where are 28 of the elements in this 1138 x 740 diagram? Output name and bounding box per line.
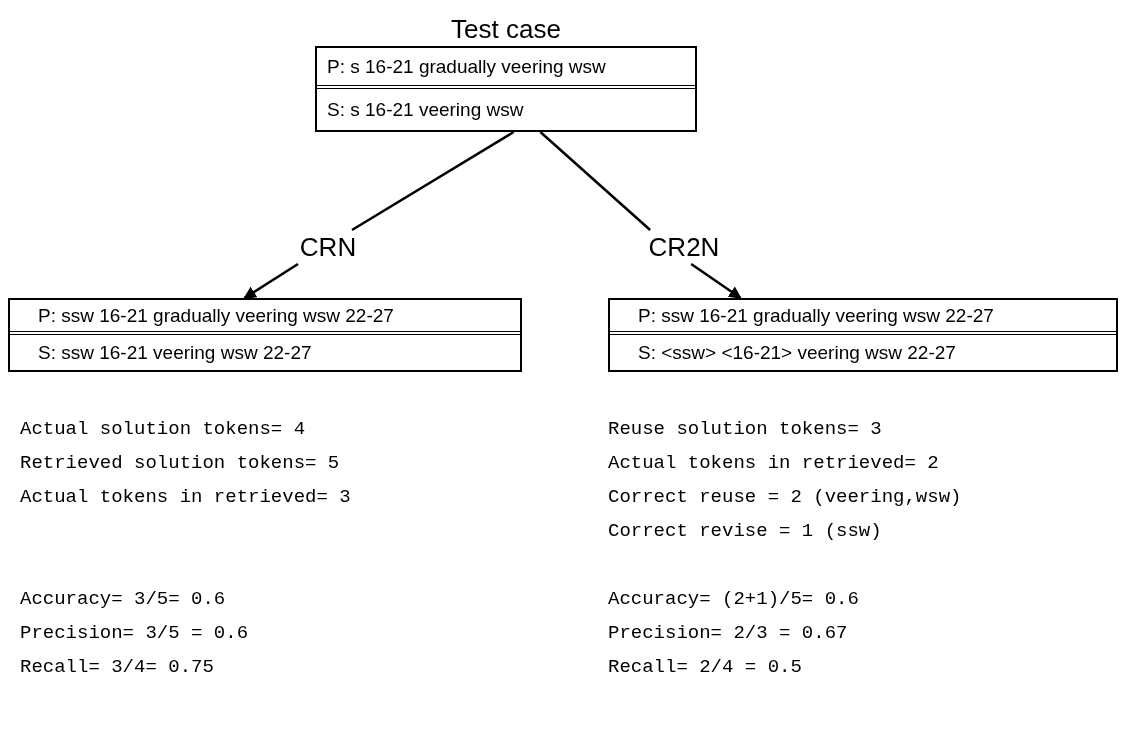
connector-line — [351, 130, 515, 232]
metric-text: Recall= 2/4 = 0.5 — [608, 656, 802, 678]
problem-text: P: ssw 16-21 gradually veering wsw 22-27 — [10, 300, 520, 335]
metric-text: Precision= 3/5 = 0.6 — [20, 622, 249, 644]
case-box — [608, 298, 1118, 372]
metric-text: Precision= 2/3 = 0.67 — [608, 622, 848, 644]
metric-text: Reuse solution tokens= 3 — [608, 418, 882, 440]
metric-text: Accuracy= (2+1)/5= 0.6 — [608, 588, 859, 610]
solution-text: S: ssw 16-21 veering wsw 22-27 — [37, 340, 313, 365]
connector-line — [539, 131, 651, 231]
metric-text: Actual tokens in retrieved= 2 — [608, 452, 939, 474]
problem-text: P: s 16-21 gradually veering wsw — [317, 48, 695, 89]
metric-text: Correct reuse = 2 (veering,wsw) — [608, 486, 962, 508]
arrow — [243, 262, 299, 300]
metric-text: Retrieved solution tokens= 5 — [20, 452, 340, 474]
arrow — [690, 262, 742, 300]
case-heading: Test case — [450, 14, 562, 45]
metric-text: Recall= 3/4= 0.75 — [20, 656, 214, 678]
metric-text: Accuracy= 3/5= 0.6 — [20, 588, 226, 610]
metric-text: Correct revise = 1 (ssw) — [608, 520, 882, 542]
metric-text: Actual tokens in retrieved= 3 — [20, 486, 351, 508]
solution-text: S: <ssw> <16-21> veering wsw 22-27 — [637, 340, 957, 365]
method-label: CR2N — [648, 230, 720, 264]
metric-text: Actual solution tokens= 4 — [20, 418, 306, 440]
case-box — [8, 298, 522, 372]
solution-text: S: s 16-21 veering wsw — [326, 97, 525, 122]
problem-text: P: ssw 16-21 gradually veering wsw 22-27 — [610, 300, 1116, 335]
method-label: CRN — [298, 230, 358, 264]
